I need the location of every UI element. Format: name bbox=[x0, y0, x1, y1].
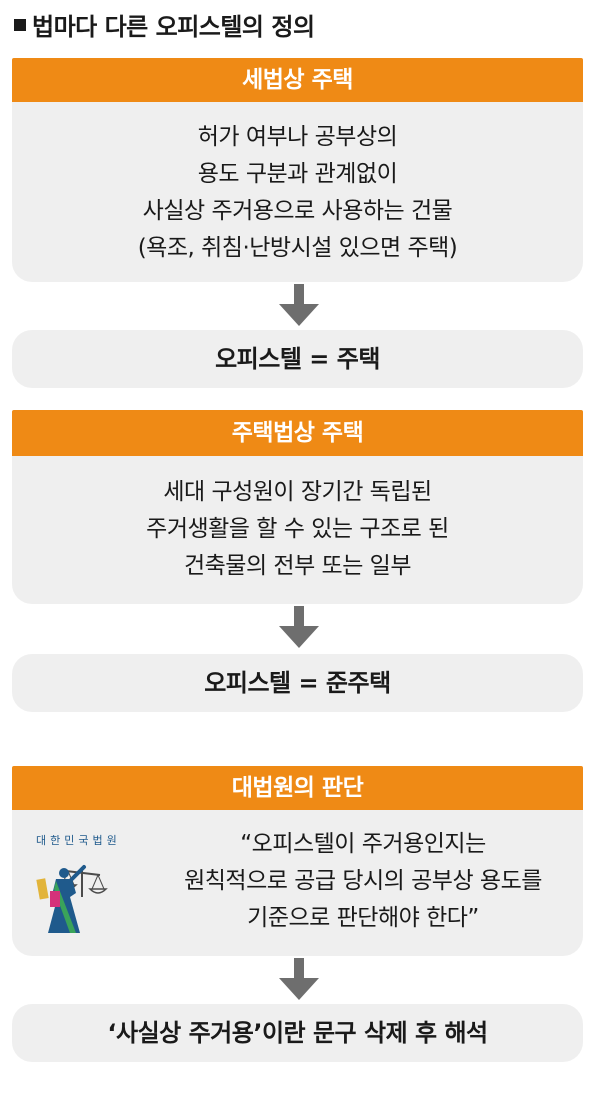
supreme-court-quote: “오피스텔이 주거용인지는 원칙적으로 공급 당시의 공부상 용도를 기준으로 … bbox=[148, 826, 578, 937]
body-line: 허가 여부나 공부상의 bbox=[197, 124, 398, 150]
section-header-housing-law: 주택법상 주택 bbox=[12, 410, 583, 456]
body-line: 원칙적으로 공급 당시의 공부상 용도를 bbox=[184, 868, 542, 894]
body-line: 기준으로 판단해야 한다” bbox=[247, 905, 479, 931]
title-text: 법마다 다른 오피스텔의 정의 bbox=[32, 13, 315, 41]
body-line: “오피스텔이 주거용인지는 bbox=[240, 831, 486, 857]
result-box-housing-law: 오피스텔 = 준주택 bbox=[12, 654, 583, 712]
section-header-supreme-court: 대법원의 판단 bbox=[12, 766, 583, 810]
result-box-tax-law: 오피스텔 = 주택 bbox=[12, 330, 583, 388]
section-header-tax-law: 세법상 주택 bbox=[12, 58, 583, 102]
body-line: 건축물의 전부 또는 일부 bbox=[183, 553, 412, 579]
down-arrow-icon bbox=[279, 958, 319, 1000]
body-line: 세대 구성원이 장기간 독립된 bbox=[163, 479, 432, 505]
body-line: 용도 구분과 관계없이 bbox=[197, 161, 398, 187]
body-line: 사실상 주거용으로 사용하는 건물 bbox=[142, 198, 453, 224]
section-body-tax-law: 허가 여부나 공부상의 용도 구분과 관계없이 사실상 주거용으로 사용하는 건… bbox=[12, 102, 583, 282]
body-line: (욕조, 취침·난방시설 있으면 주택) bbox=[137, 235, 458, 261]
supreme-court-emblem-icon bbox=[36, 865, 108, 933]
down-arrow-icon bbox=[279, 606, 319, 648]
down-arrow-icon bbox=[279, 284, 319, 326]
body-line: 주거생활을 할 수 있는 구조로 된 bbox=[146, 516, 449, 542]
emblem-caption: 대한민국법원 bbox=[36, 834, 121, 847]
section-body-housing-law: 세대 구성원이 장기간 독립된 주거생활을 할 수 있는 구조로 된 건축물의 … bbox=[12, 456, 583, 604]
result-box-supreme-court: ‘사실상 주거용’이란 문구 삭제 후 해석 bbox=[12, 1004, 583, 1062]
page-title: 법마다 다른 오피스텔의 정의 bbox=[14, 10, 315, 44]
square-bullet-icon bbox=[14, 19, 26, 31]
section-body-supreme-court bbox=[12, 810, 583, 956]
